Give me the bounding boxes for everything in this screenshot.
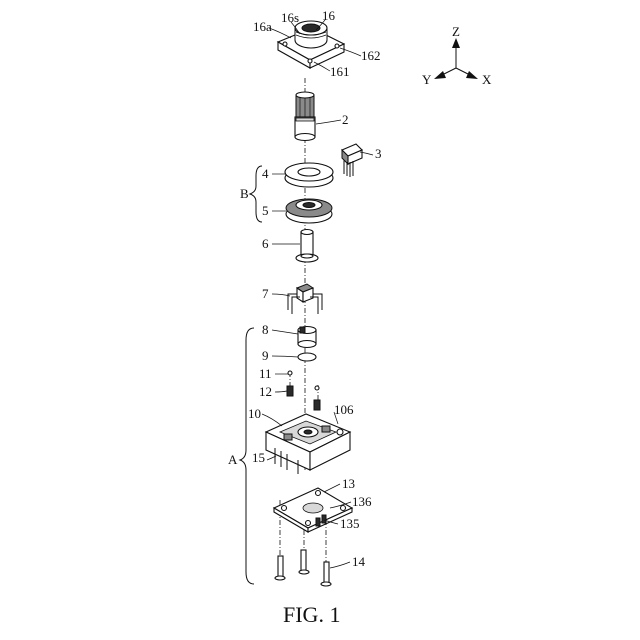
- part-5-lower-ring: [286, 199, 332, 223]
- coordinate-axes: Z Y X: [422, 24, 492, 87]
- part-6-sleeve: [296, 230, 318, 263]
- label-13: 13: [342, 476, 355, 491]
- label-136: 136: [352, 494, 372, 509]
- label-161: 161: [330, 64, 350, 79]
- z-axis-label: Z: [452, 24, 460, 39]
- label-4: 4: [262, 166, 269, 181]
- label-14: 14: [352, 554, 366, 569]
- part-3-sensor-chip: [342, 144, 362, 177]
- label-11: 11: [259, 366, 272, 381]
- label-3: 3: [375, 146, 382, 161]
- part-14-bottom-screws: [275, 550, 331, 586]
- label-6: 6: [262, 236, 269, 251]
- label-b: B: [240, 186, 249, 201]
- label-12: 12: [259, 384, 272, 399]
- part-4-upper-ring: [285, 163, 333, 187]
- label-8: 8: [262, 322, 269, 337]
- part-11-12-pins-springs: [287, 371, 320, 410]
- x-axis-label: X: [482, 72, 492, 87]
- figure-caption: FIG. 1: [283, 602, 340, 627]
- y-axis-label: Y: [422, 72, 432, 87]
- label-16: 16: [322, 8, 336, 23]
- label-5: 5: [262, 203, 269, 218]
- x-arrow-icon: [466, 71, 478, 79]
- label-106: 106: [334, 402, 354, 417]
- label-162: 162: [361, 48, 381, 63]
- part-2-shaft: [295, 92, 315, 141]
- label-10: 10: [248, 406, 261, 421]
- group-b-brace: [250, 166, 262, 222]
- label-a: A: [228, 452, 238, 467]
- label-135: 135: [340, 516, 360, 531]
- label-16s: 16s: [281, 10, 299, 25]
- z-arrow-icon: [452, 38, 460, 48]
- part-8-coupling: [298, 327, 316, 348]
- part-9-o-ring: [298, 353, 316, 361]
- label-15: 15: [252, 450, 265, 465]
- label-16a: 16a: [253, 19, 272, 34]
- part-16-top-housing: [278, 21, 344, 68]
- label-2: 2: [342, 112, 349, 127]
- label-9: 9: [262, 348, 269, 363]
- y-arrow-icon: [434, 71, 446, 79]
- label-7: 7: [262, 286, 269, 301]
